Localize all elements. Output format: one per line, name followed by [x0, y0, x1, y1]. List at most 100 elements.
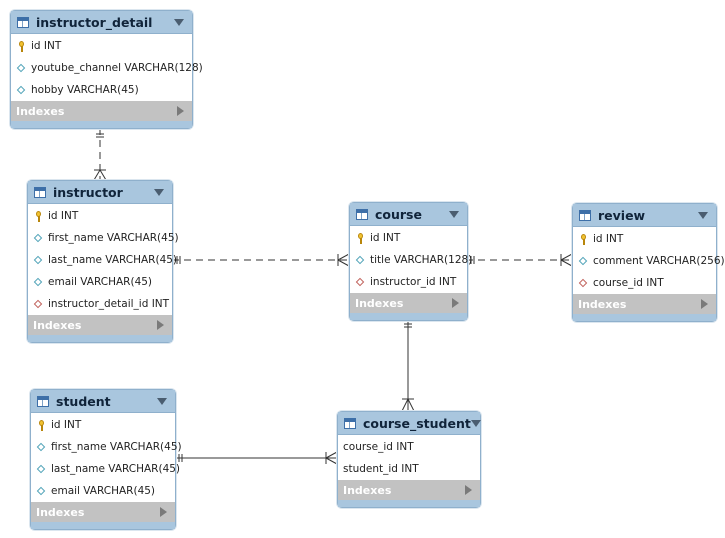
column-row[interactable]: student_id INT [338, 458, 480, 480]
column-label: instructor_id INT [370, 276, 457, 288]
relationship-course-review[interactable] [466, 253, 573, 267]
entity-header[interactable]: instructor_detail [11, 11, 192, 34]
column-row[interactable]: id INT [28, 205, 172, 227]
expand-arrow-icon[interactable] [701, 299, 708, 309]
column-diamond-icon [36, 486, 47, 497]
collapse-arrow-icon[interactable] [174, 18, 184, 26]
indexes-label: Indexes [343, 483, 392, 497]
table-icon [344, 417, 356, 429]
column-label: last_name VARCHAR(45) [51, 463, 181, 475]
column-diamond-icon [578, 256, 589, 267]
collapse-arrow-icon[interactable] [449, 210, 459, 218]
table-icon [356, 208, 368, 220]
column-label: course_id INT [343, 441, 414, 453]
primary-key-icon [33, 210, 44, 222]
table-icon [579, 209, 591, 221]
expand-arrow-icon[interactable] [177, 106, 184, 116]
entity-instructor-detail[interactable]: instructor_detail id INT youtube_channel… [10, 10, 203, 129]
column-row[interactable]: course_id INT [573, 272, 716, 294]
entity-student[interactable]: student id INT first_name VARCHAR(45) la… [30, 389, 182, 530]
entity-title: review [598, 207, 646, 223]
expand-arrow-icon[interactable] [465, 485, 472, 495]
entity-footer [28, 335, 172, 342]
column-row[interactable]: last_name VARCHAR(45) [28, 249, 177, 271]
column-row[interactable]: youtube_channel VARCHAR(128) [11, 57, 203, 79]
relationship-instructor-course[interactable] [172, 253, 350, 267]
collapse-arrow-icon[interactable] [698, 211, 708, 219]
entity-title: instructor [53, 184, 123, 200]
expand-arrow-icon[interactable] [157, 320, 164, 330]
entity-footer [350, 313, 467, 320]
indexes-section[interactable]: Indexes [28, 315, 172, 335]
column-label: title VARCHAR(128) [370, 254, 473, 266]
entity-title: instructor_detail [36, 14, 153, 30]
column-label: id INT [31, 40, 62, 52]
relationship-instructor-detail-instructor[interactable] [93, 128, 107, 181]
column-label: last_name VARCHAR(45) [48, 254, 178, 266]
relationship-student-course-student[interactable] [174, 451, 338, 465]
column-row[interactable]: id INT [11, 35, 192, 57]
indexes-section[interactable]: Indexes [31, 502, 175, 522]
column-row[interactable]: id INT [573, 228, 716, 250]
column-label: course_id INT [593, 277, 664, 289]
column-row[interactable]: comment VARCHAR(256) [573, 250, 725, 272]
column-row[interactable]: first_name VARCHAR(45) [31, 436, 182, 458]
column-row[interactable]: last_name VARCHAR(45) [31, 458, 180, 480]
column-label: instructor_detail_id INT [48, 298, 170, 310]
column-label: id INT [48, 210, 79, 222]
column-row[interactable]: course_id INT [338, 436, 480, 458]
column-row[interactable]: email VARCHAR(45) [28, 271, 172, 293]
column-list: id INT comment VARCHAR(256) course_id IN… [573, 227, 725, 294]
collapse-arrow-icon[interactable] [157, 397, 167, 405]
column-label: first_name VARCHAR(45) [48, 232, 179, 244]
indexes-section[interactable]: Indexes [11, 101, 192, 121]
column-label: student_id INT [343, 463, 419, 475]
relationship-course-course-student[interactable] [401, 319, 415, 412]
column-row[interactable]: instructor_id INT [350, 271, 467, 293]
entity-title: student [56, 393, 111, 409]
column-row[interactable]: id INT [350, 227, 467, 249]
entity-title: course_student [363, 415, 471, 431]
entity-header[interactable]: student [31, 390, 175, 413]
column-label: first_name VARCHAR(45) [51, 441, 182, 453]
entity-header[interactable]: course [350, 203, 467, 226]
column-diamond-icon [16, 63, 27, 74]
entity-course-student[interactable]: course_student course_id INT student_id … [337, 411, 481, 508]
column-row[interactable]: instructor_detail_id INT [28, 293, 172, 315]
collapse-arrow-icon[interactable] [470, 419, 481, 427]
column-row[interactable]: hobby VARCHAR(45) [11, 79, 192, 101]
column-diamond-icon [33, 255, 44, 266]
column-row[interactable]: title VARCHAR(128) [350, 249, 472, 271]
column-row[interactable]: email VARCHAR(45) [31, 480, 175, 502]
column-label: id INT [593, 233, 624, 245]
indexes-section[interactable]: Indexes [573, 294, 716, 314]
column-label: email VARCHAR(45) [48, 276, 153, 288]
entity-footer [338, 500, 480, 507]
collapse-arrow-icon[interactable] [154, 188, 164, 196]
entity-review[interactable]: review id INT comment VARCHAR(256) cours… [572, 203, 725, 322]
entity-footer [573, 314, 716, 321]
expand-arrow-icon[interactable] [452, 298, 459, 308]
primary-key-icon [355, 232, 366, 244]
indexes-label: Indexes [36, 505, 85, 519]
foreign-key-icon [33, 299, 44, 310]
table-icon [17, 16, 29, 28]
indexes-section[interactable]: Indexes [350, 293, 467, 313]
column-label: email VARCHAR(45) [51, 485, 156, 497]
entity-header[interactable]: review [573, 204, 716, 227]
indexes-section[interactable]: Indexes [338, 480, 480, 500]
primary-key-icon [36, 419, 47, 431]
column-row[interactable]: first_name VARCHAR(45) [28, 227, 179, 249]
primary-key-icon [578, 233, 589, 245]
entity-header[interactable]: instructor [28, 181, 172, 204]
entity-header[interactable]: course_student [338, 412, 481, 435]
indexes-label: Indexes [578, 297, 627, 311]
column-list: id INT first_name VARCHAR(45) last_name … [31, 413, 182, 502]
entity-course[interactable]: course id INT title VARCHAR(128) instruc… [349, 202, 472, 321]
expand-arrow-icon[interactable] [160, 507, 167, 517]
column-diamond-icon [16, 85, 27, 96]
column-row[interactable]: id INT [31, 414, 175, 436]
entity-footer [31, 522, 175, 529]
entity-instructor[interactable]: instructor id INT first_name VARCHAR(45)… [27, 180, 179, 343]
column-list: id INT first_name VARCHAR(45) last_name … [28, 204, 179, 315]
